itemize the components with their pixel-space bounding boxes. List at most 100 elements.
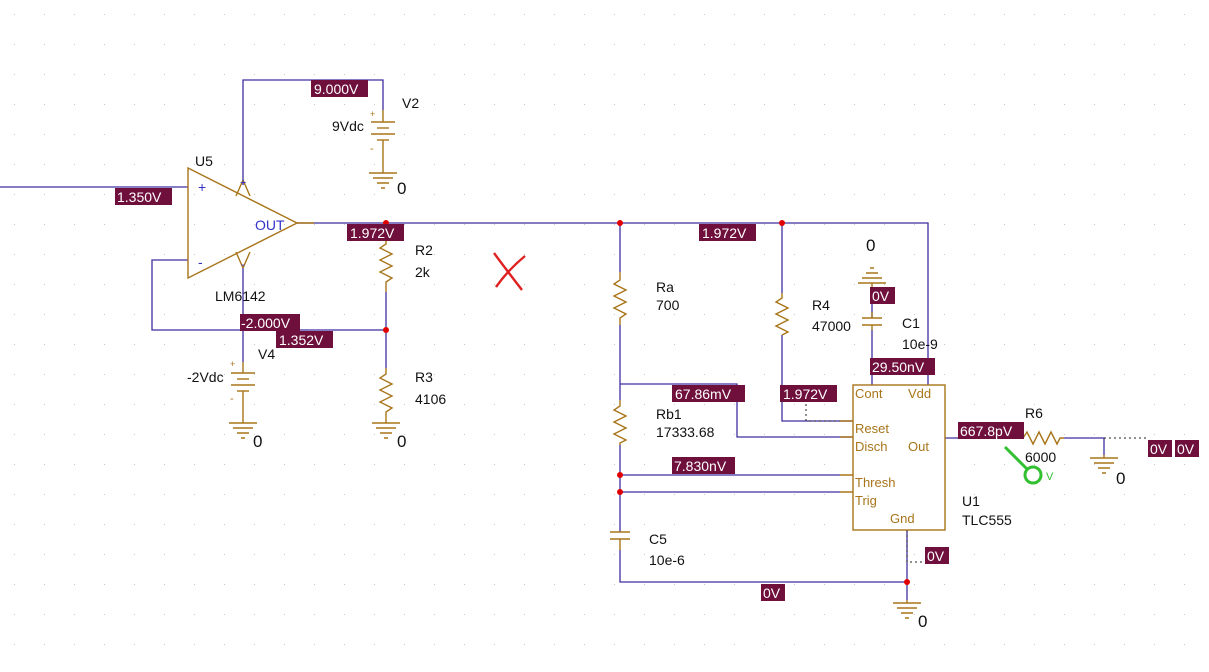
ra-value: 700 bbox=[656, 297, 680, 313]
probe-label: V bbox=[1046, 471, 1054, 483]
voltage-marker[interactable]: 0V bbox=[761, 584, 785, 601]
red-x-annotation bbox=[493, 252, 526, 291]
marker-text: 1.352V bbox=[279, 332, 324, 348]
marker-text: 1.972V bbox=[350, 225, 395, 241]
voltage-marker[interactable]: 1.972V bbox=[347, 224, 404, 241]
r3-value: 4106 bbox=[415, 391, 446, 407]
voltage-marker[interactable]: -2.000V bbox=[240, 314, 300, 331]
rb1-value: 17333.68 bbox=[656, 424, 715, 440]
voltage-marker[interactable]: 9.000V bbox=[311, 80, 368, 97]
c1-value: 10e-9 bbox=[902, 336, 938, 352]
opamp-minus-pin: - bbox=[198, 254, 203, 270]
marker-text: 0V bbox=[927, 548, 945, 564]
u1-pin-thresh: Thresh bbox=[855, 475, 895, 490]
opamp-u5[interactable]: + - OUT + - U5 LM6142 bbox=[187, 153, 314, 304]
resistor-rb1[interactable]: Rb1 17333.68 bbox=[612, 400, 715, 445]
junctions bbox=[383, 220, 910, 585]
v2-plus: + bbox=[370, 109, 375, 119]
resistor-r4[interactable]: R4 47000 bbox=[774, 293, 851, 336]
voltage-marker[interactable]: 1.352V bbox=[276, 331, 333, 348]
opamp-out-pin: OUT bbox=[255, 217, 285, 233]
marker-text: 0V bbox=[1150, 441, 1168, 457]
u1-pin-gnd: Gnd bbox=[890, 511, 915, 526]
v4-plus: + bbox=[230, 359, 235, 369]
ground-label: 0 bbox=[253, 432, 262, 451]
voltage-marker[interactable]: 1.350V bbox=[115, 188, 172, 205]
rb1-ref: Rb1 bbox=[656, 406, 682, 422]
voltage-marker[interactable]: 0V bbox=[925, 547, 949, 564]
ground-label: 0 bbox=[397, 432, 406, 451]
source-v4[interactable]: + - V4 -2Vdc bbox=[187, 346, 275, 420]
no-connect-line bbox=[906, 530, 925, 563]
resistor-r6[interactable]: R6 6000 bbox=[1018, 405, 1064, 465]
marker-text: 1.972V bbox=[783, 386, 828, 402]
voltage-marker[interactable]: 0V bbox=[1175, 440, 1199, 457]
v2-ref: V2 bbox=[402, 95, 419, 111]
r2-ref: R2 bbox=[415, 242, 433, 258]
ground-c1: 0 bbox=[858, 236, 886, 287]
ground-v4: 0 bbox=[229, 420, 262, 451]
ground-label: 0 bbox=[397, 179, 406, 198]
voltage-marker[interactable]: 67.86mV bbox=[672, 385, 745, 402]
u1-pin-vdd: Vdd bbox=[908, 386, 931, 401]
voltage-marker[interactable]: 0V bbox=[1148, 440, 1172, 457]
u5-value: LM6142 bbox=[215, 288, 266, 304]
voltage-marker[interactable]: 1.972V bbox=[699, 224, 756, 241]
ground-v2: 0 bbox=[369, 170, 406, 198]
resistor-ra[interactable]: Ra 700 bbox=[612, 272, 680, 325]
opamp-vplus-pin: + bbox=[240, 177, 246, 189]
voltage-marker[interactable]: 29.50nV bbox=[870, 358, 935, 375]
v4-minus: - bbox=[230, 393, 234, 405]
timer-u1[interactable]: Cont Vdd Reset Disch Out Thresh Trig Gnd… bbox=[840, 384, 1012, 531]
r3-ref: R3 bbox=[415, 369, 433, 385]
ground-label: 0 bbox=[918, 612, 927, 631]
v4-ref: V4 bbox=[258, 346, 275, 362]
probe-tip-icon bbox=[1023, 465, 1043, 485]
u1-value: TLC555 bbox=[962, 512, 1012, 528]
voltage-probe[interactable]: V bbox=[1003, 445, 1054, 485]
r4-ref: R4 bbox=[812, 297, 830, 313]
voltage-marker[interactable]: 7.830nV bbox=[672, 457, 735, 474]
opamp-plus-pin: + bbox=[198, 179, 206, 195]
r6-ref: R6 bbox=[1025, 405, 1043, 421]
wires bbox=[0, 79, 1105, 600]
capacitor-c5[interactable]: C5 10e-6 bbox=[610, 531, 685, 568]
capacitor-c1[interactable]: C1 10e-9 bbox=[862, 312, 938, 352]
marker-text: 7.830nV bbox=[674, 458, 727, 474]
marker-text: 29.50nV bbox=[872, 359, 925, 375]
c5-value: 10e-6 bbox=[649, 552, 685, 568]
u5-ref: U5 bbox=[195, 153, 213, 169]
source-v2[interactable]: + - V2 9Vdc bbox=[332, 95, 419, 170]
voltage-marker[interactable]: 1.972V bbox=[780, 385, 837, 402]
marker-text: 0V bbox=[872, 288, 890, 304]
opamp-vminus-pin: - bbox=[241, 259, 245, 271]
v2-minus: - bbox=[370, 143, 374, 155]
marker-text: 1.350V bbox=[117, 189, 162, 205]
ground-label: 0 bbox=[1116, 469, 1125, 488]
marker-text: 667.8pV bbox=[960, 423, 1013, 439]
marker-text: 0V bbox=[1177, 441, 1195, 457]
u1-pin-disch: Disch bbox=[855, 439, 888, 454]
marker-text: 1.972V bbox=[702, 225, 747, 241]
v2-value: 9Vdc bbox=[332, 118, 364, 134]
ground-main: 0 bbox=[893, 600, 927, 631]
ground-label: 0 bbox=[866, 236, 875, 255]
r4-value: 47000 bbox=[812, 318, 851, 334]
r2-value: 2k bbox=[415, 264, 431, 280]
resistor-r2[interactable]: R2 2k bbox=[378, 238, 433, 292]
voltage-marker[interactable]: 0V bbox=[870, 287, 895, 304]
r6-value: 6000 bbox=[1025, 449, 1056, 465]
u1-pin-trig: Trig bbox=[855, 493, 877, 508]
u1-ref: U1 bbox=[962, 493, 980, 509]
ground-r6: 0 bbox=[1090, 455, 1125, 488]
marker-text: 67.86mV bbox=[675, 386, 732, 402]
marker-text: 9.000V bbox=[314, 81, 359, 97]
ground-r3: 0 bbox=[372, 420, 406, 451]
resistor-r3[interactable]: R3 4106 bbox=[378, 368, 446, 420]
voltage-marker[interactable]: 667.8pV bbox=[958, 422, 1024, 439]
v4-value: -2Vdc bbox=[187, 369, 224, 385]
ra-ref: Ra bbox=[656, 279, 674, 295]
marker-text: -2.000V bbox=[241, 315, 291, 331]
